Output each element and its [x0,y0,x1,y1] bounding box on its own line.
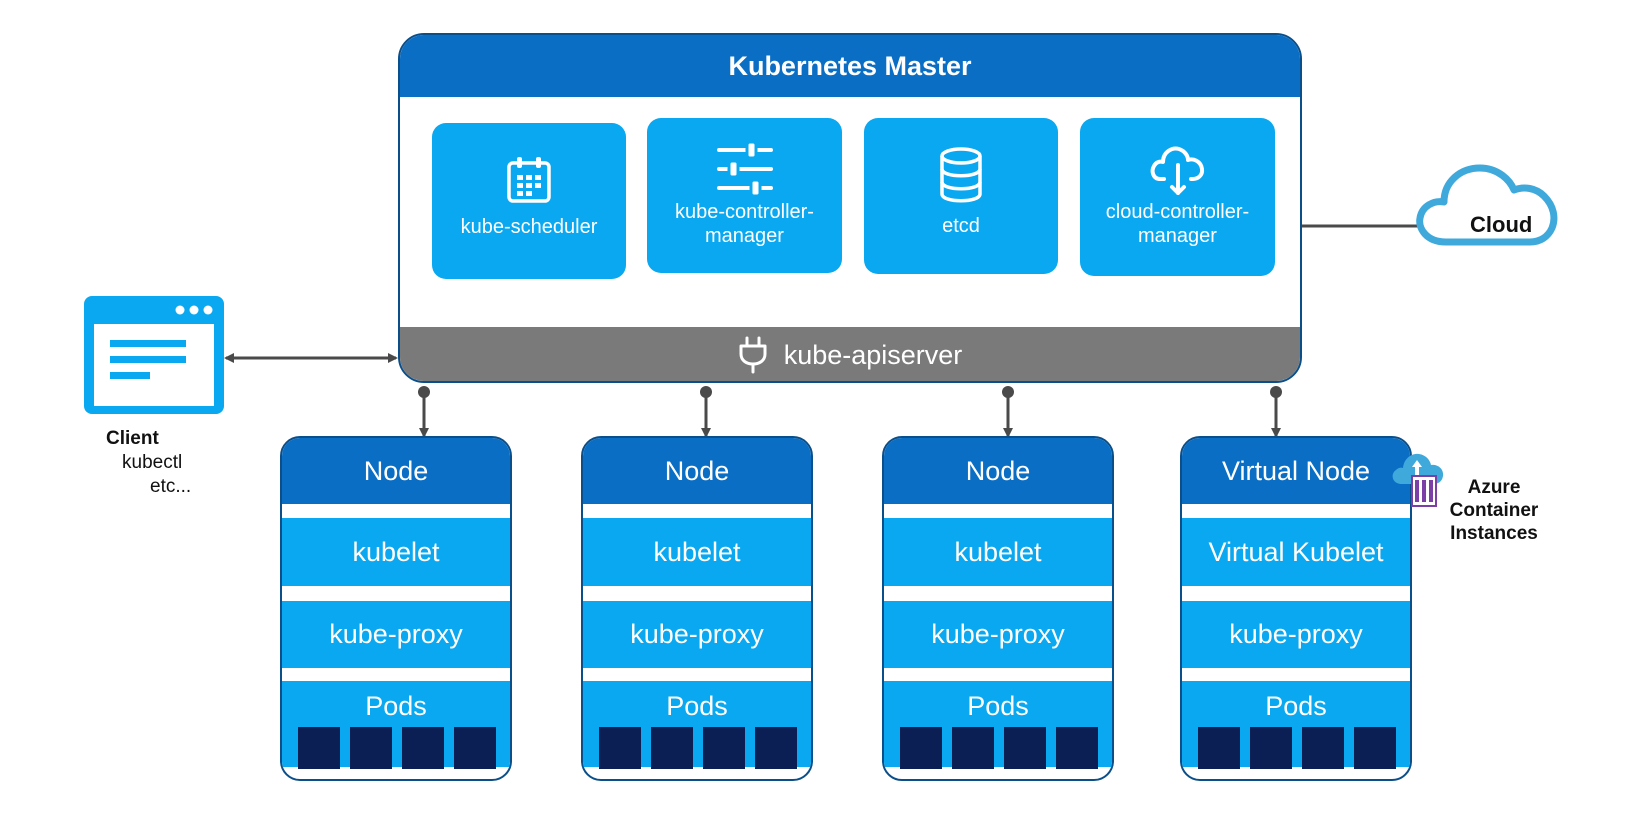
node-card: Node kubelet kube-proxy Pods [280,436,512,781]
sliders-icon [715,140,775,198]
cloud-label: Cloud [1470,212,1533,237]
pod [900,727,942,769]
pod [703,727,745,769]
kube-proxy-band: kube-proxy [282,601,510,668]
pods-label: Pods [1265,691,1327,721]
pod [402,727,444,769]
calendar-icon [506,151,552,209]
pod [298,727,340,769]
master-title: Kubernetes Master [400,35,1300,97]
pods-row [1198,727,1396,769]
pods-band: Pods [884,681,1112,769]
node-card: Node kubelet kube-proxy Pods [882,436,1114,781]
pod [1004,727,1046,769]
cloud-icon [1416,164,1558,246]
kube-proxy-band: kube-proxy [884,601,1112,668]
pods-row [599,727,797,769]
node-title: Node [583,438,811,504]
pod [1198,727,1240,769]
kube-apiserver-bar: kube-apiserver [400,327,1300,381]
pods-row [900,727,1098,769]
kube-scheduler-box: kube-scheduler [432,123,626,279]
virtual-kubelet-band: Virtual Kubelet [1182,518,1410,586]
pod [1302,727,1344,769]
pod [755,727,797,769]
kube-scheduler-label: kube-scheduler [460,216,598,238]
node-card: Node kubelet kube-proxy Pods [581,436,813,781]
pods-label: Pods [365,691,427,721]
pods-band: Pods [1182,681,1410,769]
kubelet-band: kubelet [282,518,510,586]
container-instances-icon [1392,453,1444,507]
pods-label: Pods [666,691,728,721]
kubernetes-master: Kubernetes Master kube-scheduler kube-co… [398,33,1302,383]
pod [350,727,392,769]
aci-line2: Container [1449,500,1539,521]
kubelet-band: kubelet [884,518,1112,586]
client-line2: etc... [150,476,192,497]
node-title: Node [282,438,510,504]
pod [1250,727,1292,769]
pod [1354,727,1396,769]
cloud-upload-icon [1148,140,1208,198]
kube-controller-manager-label: kube-controller- manager [675,201,814,247]
kube-controller-manager-box: kube-controller- manager [647,118,842,273]
pods-band: Pods [282,681,510,769]
pod [454,727,496,769]
kube-proxy-band: kube-proxy [583,601,811,668]
pod [599,727,641,769]
pod [651,727,693,769]
pods-label: Pods [967,691,1029,721]
cloud-controller-manager-label: cloud-controller- manager [1105,201,1250,247]
kube-proxy-band: kube-proxy [1182,601,1410,668]
browser-window-icon [84,296,224,414]
kubelet-band: kubelet [583,518,811,586]
virtual-node-card: Virtual Node Virtual Kubelet kube-proxy … [1180,436,1412,781]
kube-apiserver-label: kube-apiserver [783,339,963,370]
node-title: Node [884,438,1112,504]
pods-row [298,727,496,769]
virtual-node-title: Virtual Node [1182,438,1410,504]
client-title: Client [106,428,159,449]
client-line1: kubectl [122,452,183,473]
aci-line1: Azure [1467,477,1521,498]
pods-band: Pods [583,681,811,769]
pod [952,727,994,769]
database-icon [938,146,984,204]
aci-label: Azure Container Instances [1434,476,1554,545]
plug-icon [738,336,768,374]
etcd-box: etcd [864,118,1058,274]
etcd-label: etcd [942,215,980,237]
aci-line3: Instances [1450,523,1538,544]
pod [1056,727,1098,769]
cloud-controller-manager-box: cloud-controller- manager [1080,118,1275,276]
